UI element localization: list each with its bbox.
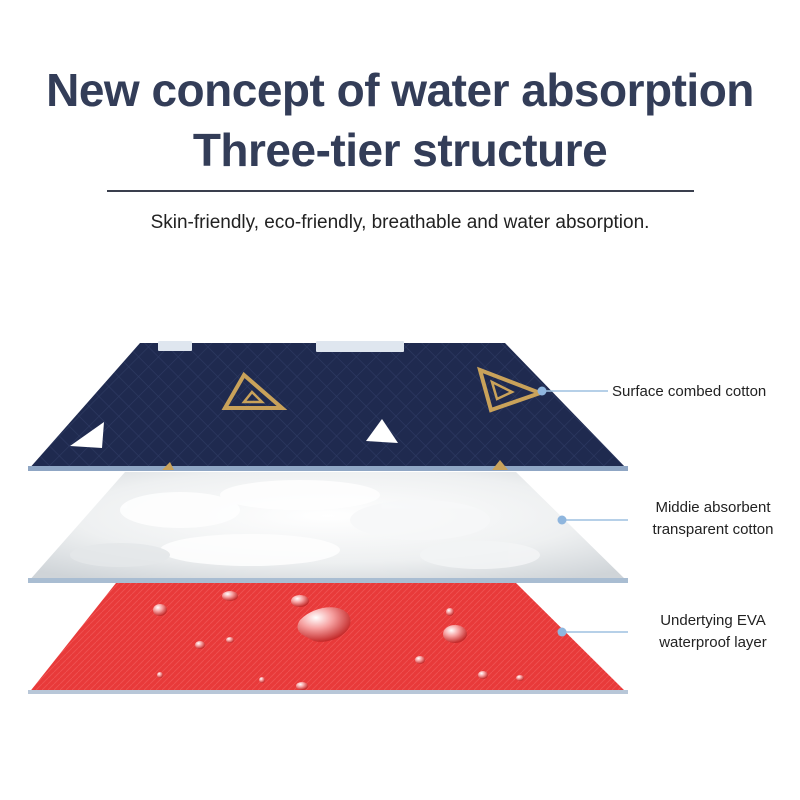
label-absorbent-cotton: Middie absorbent transparent cotton [640, 497, 786, 541]
subtitle: Skin-friendly, eco-friendly, breathable … [150, 212, 650, 233]
gold-fragment-icon [162, 460, 508, 470]
cotton-texture [70, 480, 540, 569]
label-line: waterproof layer [659, 634, 767, 651]
layer-surface-cotton [28, 341, 628, 471]
leader-lines [542, 390, 628, 633]
title-line-1: New concept of water absorption [46, 64, 754, 116]
leader-dots [537, 386, 567, 637]
label-line: Undertying EVA [660, 612, 766, 629]
title-line-2: Three-tier structure [192, 124, 608, 176]
gold-triangle-icon [221, 366, 546, 413]
layer-absorbent-cotton [28, 472, 628, 583]
layer-eva-waterproof [28, 583, 628, 694]
label-surface-cotton: Surface combed cotton [612, 381, 766, 403]
label-line: Middie absorbent [655, 499, 771, 516]
label-eva-waterproof: Undertying EVA waterproof layer [648, 610, 778, 654]
title-divider [107, 190, 694, 192]
white-triangle-icon [70, 419, 398, 448]
label-line: Surface combed cotton [612, 383, 767, 400]
label-line: transparent cotton [652, 521, 774, 538]
water-droplets [153, 591, 524, 690]
